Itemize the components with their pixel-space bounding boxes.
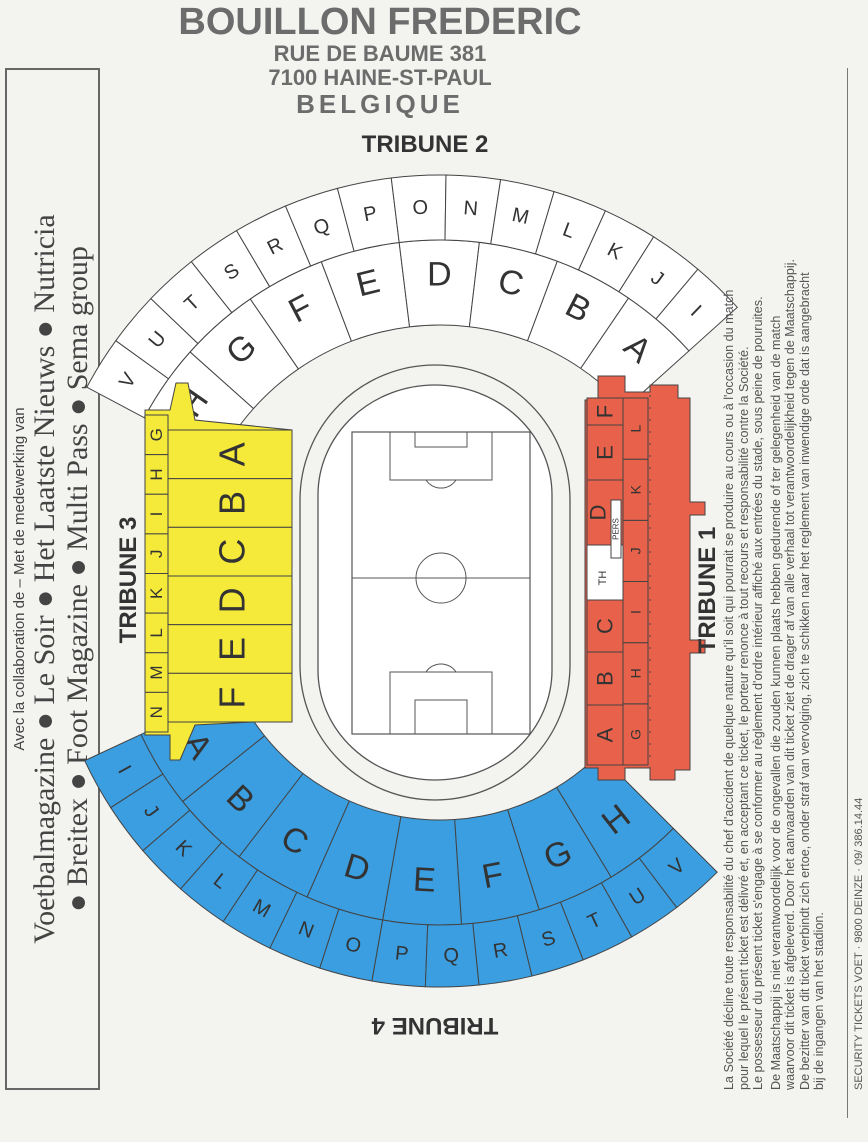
seat-section [586, 397, 624, 426]
disclaimer: La Société décline toute responsabilité … [722, 60, 840, 1090]
seat-section [586, 704, 624, 766]
section-label: J [147, 549, 166, 558]
section-label: E [412, 860, 437, 899]
pitch [351, 431, 531, 735]
section-label: H [628, 668, 644, 678]
center-circle [415, 552, 467, 604]
section-label: Q [311, 214, 333, 240]
section-label: B [212, 491, 253, 515]
tribune-2-label: TRIBUNE 2 [362, 131, 489, 158]
section-label: F [593, 405, 618, 418]
tribune-4-label: TRIBUNE 4 [371, 1012, 498, 1039]
section-label: H [147, 468, 166, 480]
section-label: P [362, 202, 379, 226]
section-label: P [394, 942, 410, 965]
section-label: D [212, 587, 253, 613]
section-label: E [212, 637, 253, 661]
section-label: PERS [612, 518, 621, 540]
section-label: G [147, 428, 166, 441]
section-label: G [628, 729, 644, 740]
section-label: E [593, 445, 618, 460]
disclaimer-fr: La Société décline toute responsabilité … [722, 60, 766, 1090]
section-label: N [463, 197, 479, 220]
tribune-1: A B C D E F TH PERS G H I J K L [584, 375, 706, 781]
section-label: I [628, 610, 644, 614]
seat-section [655, 268, 738, 352]
penalty-arc-top [425, 479, 457, 489]
seat-section [622, 519, 649, 582]
disclaimer-nl-line: waarvoor dit ticket is afgeleverd. Door … [783, 259, 797, 1090]
printer-imprint: SECURITY TICKETS VOET · 9800 DEINZE · 09… [853, 797, 865, 1090]
disclaimer-fr-line: La Société décline toute responsabilité … [722, 289, 736, 1090]
section-label: C [212, 539, 253, 565]
section-label: J [628, 547, 644, 554]
stamp-city: 7100 HAINE-ST-PAUL [268, 65, 492, 90]
section-label: N [147, 706, 166, 718]
penalty-arc-bottom [425, 663, 457, 673]
section-label: B [593, 671, 618, 686]
section-label: I [147, 512, 166, 517]
seat-section [167, 672, 293, 723]
seat-section [167, 526, 293, 577]
section-label: Q [443, 945, 459, 967]
press-box [610, 499, 622, 559]
section-label: A [593, 727, 618, 742]
seat-section [622, 397, 649, 460]
disclaimer-nl-line: De bezitter van dit ticket verbindt zich… [797, 272, 812, 1090]
goal-area-top [414, 431, 468, 448]
divider [847, 68, 848, 1118]
seat-section [638, 827, 718, 909]
section-label: F [212, 687, 253, 709]
press-area [586, 544, 624, 601]
section-label: R [492, 939, 510, 963]
disclaimer-nl: De Maatschappij is niet verantwoordelijk… [769, 60, 827, 1090]
section-label: O [343, 933, 363, 958]
section-label: TH [597, 571, 609, 586]
seat-section [622, 642, 649, 705]
stamp-country: BELGIQUE [296, 89, 464, 119]
seat-section [167, 478, 293, 528]
seat-section [167, 624, 293, 674]
stamp-name: BOUILLON FREDERIC [178, 1, 582, 43]
seat-section [622, 581, 649, 644]
disclaimer-fr-line: Le possesseur du présent ticket s'engage… [751, 296, 765, 1090]
section-label: K [147, 587, 166, 599]
seat-section [622, 703, 649, 766]
goal-area-bottom [414, 699, 468, 735]
section-label: L [628, 424, 644, 432]
section-label: D [586, 505, 611, 521]
section-label: M [147, 665, 166, 679]
section-label: S [539, 927, 558, 952]
running-track-outer [299, 364, 571, 801]
section-label: L [147, 628, 166, 637]
seat-section [167, 429, 293, 480]
section-label: A [212, 442, 253, 466]
section-label: K [628, 484, 644, 494]
section-label: O [412, 197, 429, 220]
seat-section [167, 575, 293, 626]
disclaimer-nl-line: De Maatschappij is niet verantwoordelijk… [768, 315, 783, 1090]
address-stamp: BOUILLON FREDERIC RUE DE BAUME 381 7100 … [120, 2, 640, 118]
disclaimer-nl-line: bij de ingangen van het stadion. [812, 912, 826, 1090]
tribune-1-label: TRIBUNE 1 [694, 527, 721, 654]
section-label: C [593, 618, 618, 634]
tribune-3-label: TRIBUNE 3 [115, 517, 142, 644]
disclaimer-fr-line: pour lequel le présent ticket est délivr… [736, 346, 751, 1090]
section-label: D [427, 255, 452, 293]
seat-section [622, 458, 649, 521]
stamp-street: RUE DE BAUME 381 [273, 41, 487, 66]
section-label: M [510, 204, 531, 229]
